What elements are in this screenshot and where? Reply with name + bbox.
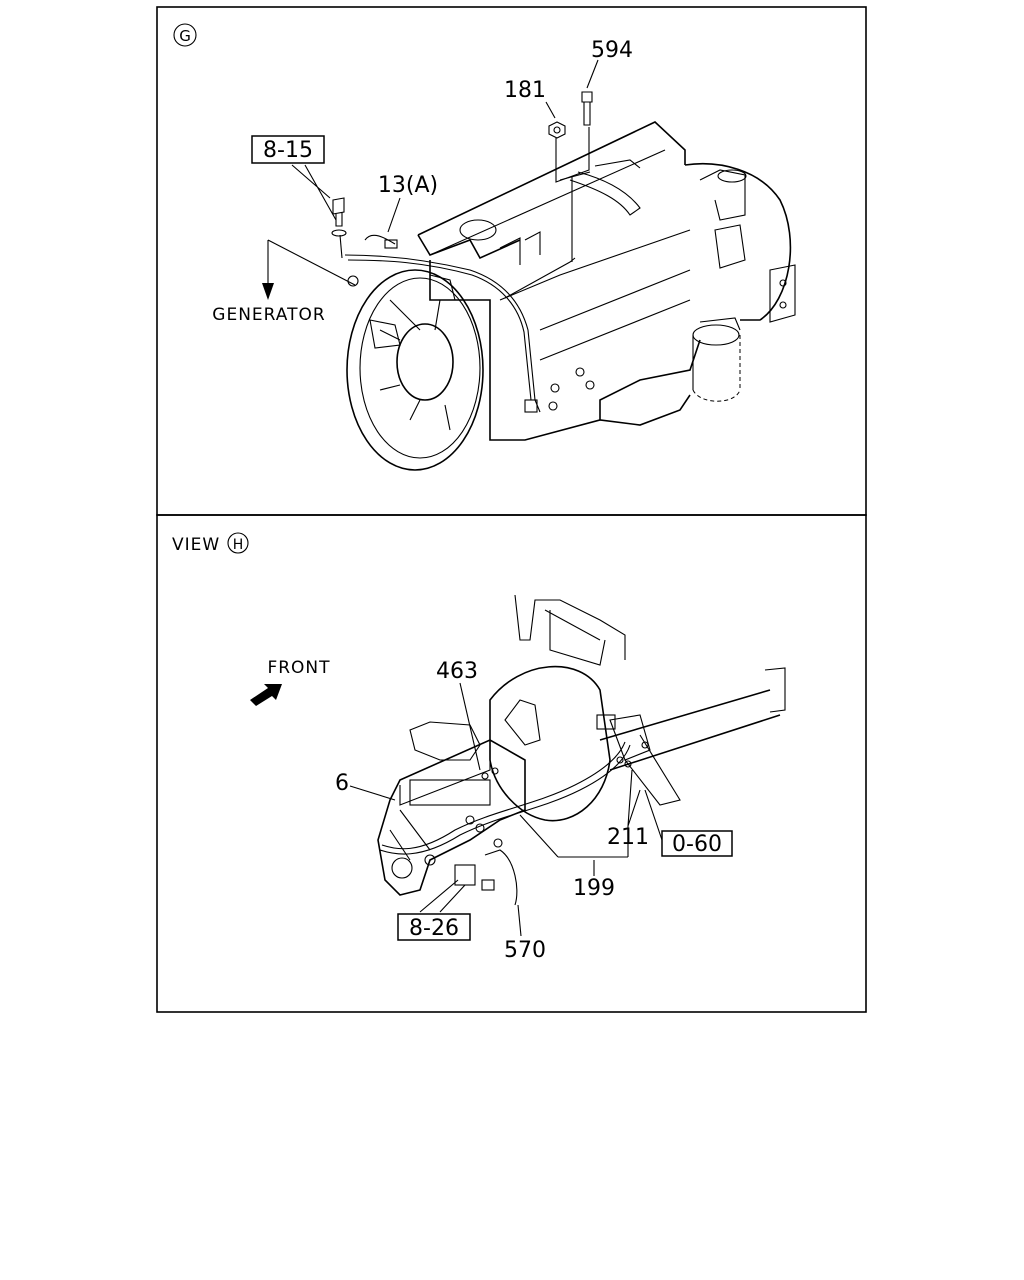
panel-g: G [173, 23, 796, 471]
callout-594: 594 [591, 38, 633, 63]
leader-8-26 [419, 879, 466, 913]
front-arrow-icon [250, 684, 282, 706]
transmission-drawing [377, 594, 786, 906]
ref-box-8-26 [397, 913, 471, 941]
leader-0-60 [644, 789, 663, 841]
callout-8-26: 8-26 [409, 916, 459, 941]
panel-g-marker-circle [173, 23, 197, 47]
leader-6 [349, 785, 396, 801]
panel-h: VIEW H FRONT [172, 532, 786, 963]
panel-g-marker: G [179, 27, 191, 45]
leader-8-15 [291, 164, 337, 221]
leader-570 [517, 904, 522, 937]
leader-13a [387, 197, 401, 233]
callout-211: 211 [607, 825, 649, 850]
leader-594 [586, 59, 599, 89]
generator-arrow-head [262, 283, 274, 300]
callout-199: 199 [573, 876, 615, 901]
panel-h-frame [156, 514, 867, 1013]
leader-199-bracket [519, 814, 629, 858]
engine-drawing [331, 91, 796, 471]
ref-box-8-15 [251, 135, 325, 164]
callout-8-15: 8-15 [263, 138, 313, 163]
leader-211 [627, 769, 641, 827]
view-label: VIEW [172, 535, 220, 555]
leader-181 [545, 101, 556, 119]
callout-181: 181 [504, 78, 546, 103]
generator-label: GENERATOR [212, 305, 325, 325]
callout-570: 570 [504, 938, 546, 963]
fan-outer-ring [346, 269, 484, 471]
callout-463: 463 [436, 659, 478, 684]
front-label: FRONT [267, 658, 330, 678]
leader-generator [267, 239, 356, 286]
leader-463 [459, 682, 481, 771]
callout-13a: 13(A) [378, 173, 438, 198]
fan-hub [396, 323, 454, 401]
ref-box-0-60 [661, 830, 733, 857]
callout-6: 6 [335, 771, 349, 796]
panel-h-marker: H [233, 537, 244, 553]
panel-h-marker-circle [227, 532, 249, 554]
callout-0-60: 0-60 [672, 832, 722, 857]
